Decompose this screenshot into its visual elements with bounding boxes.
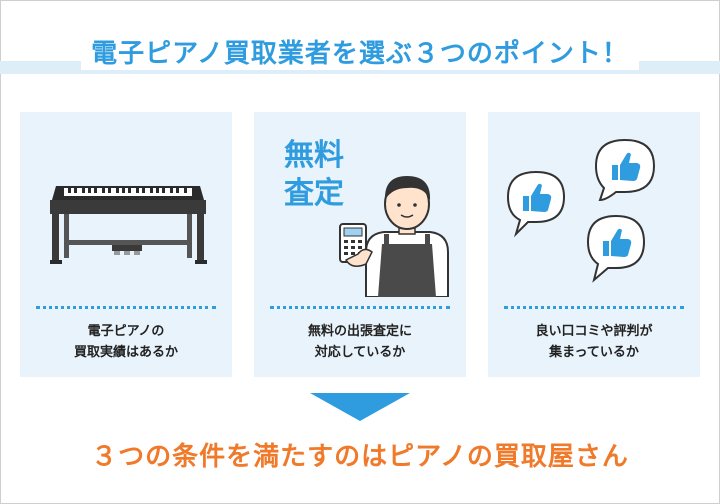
badge-appraisal: 査定	[284, 176, 344, 211]
page-title: 電子ピアノ買取業者を選ぶ３つのポイント！	[0, 33, 720, 70]
card-free-appraisal: 無料 査定 無料の出張査定に 対応しているか	[254, 112, 466, 377]
down-arrow-icon	[310, 393, 410, 421]
dotted-divider	[504, 306, 684, 309]
conclusion-text: ３つの条件を満たすのはピアノの買取屋さん	[91, 442, 629, 472]
card-good-reviews: 良い口コミや評判が 集まっているか	[488, 112, 700, 377]
electronic-piano-icon	[50, 186, 207, 264]
appraiser-with-calculator-icon: 無料 査定	[284, 138, 449, 297]
badge-free: 無料	[284, 138, 344, 173]
thumbs-up-speech-bubbles-icon	[506, 138, 656, 283]
card-piano-record: 電子ピアノの 買取実績はあるか	[20, 112, 232, 377]
card-caption: 無料の出張査定に 対応しているか	[307, 324, 412, 360]
dotted-divider	[36, 306, 216, 309]
card-caption: 良い口コミや評判が 集まっているか	[535, 324, 653, 360]
dotted-divider	[270, 306, 450, 309]
card-caption: 電子ピアノの 買取実績はあるか	[73, 324, 178, 360]
